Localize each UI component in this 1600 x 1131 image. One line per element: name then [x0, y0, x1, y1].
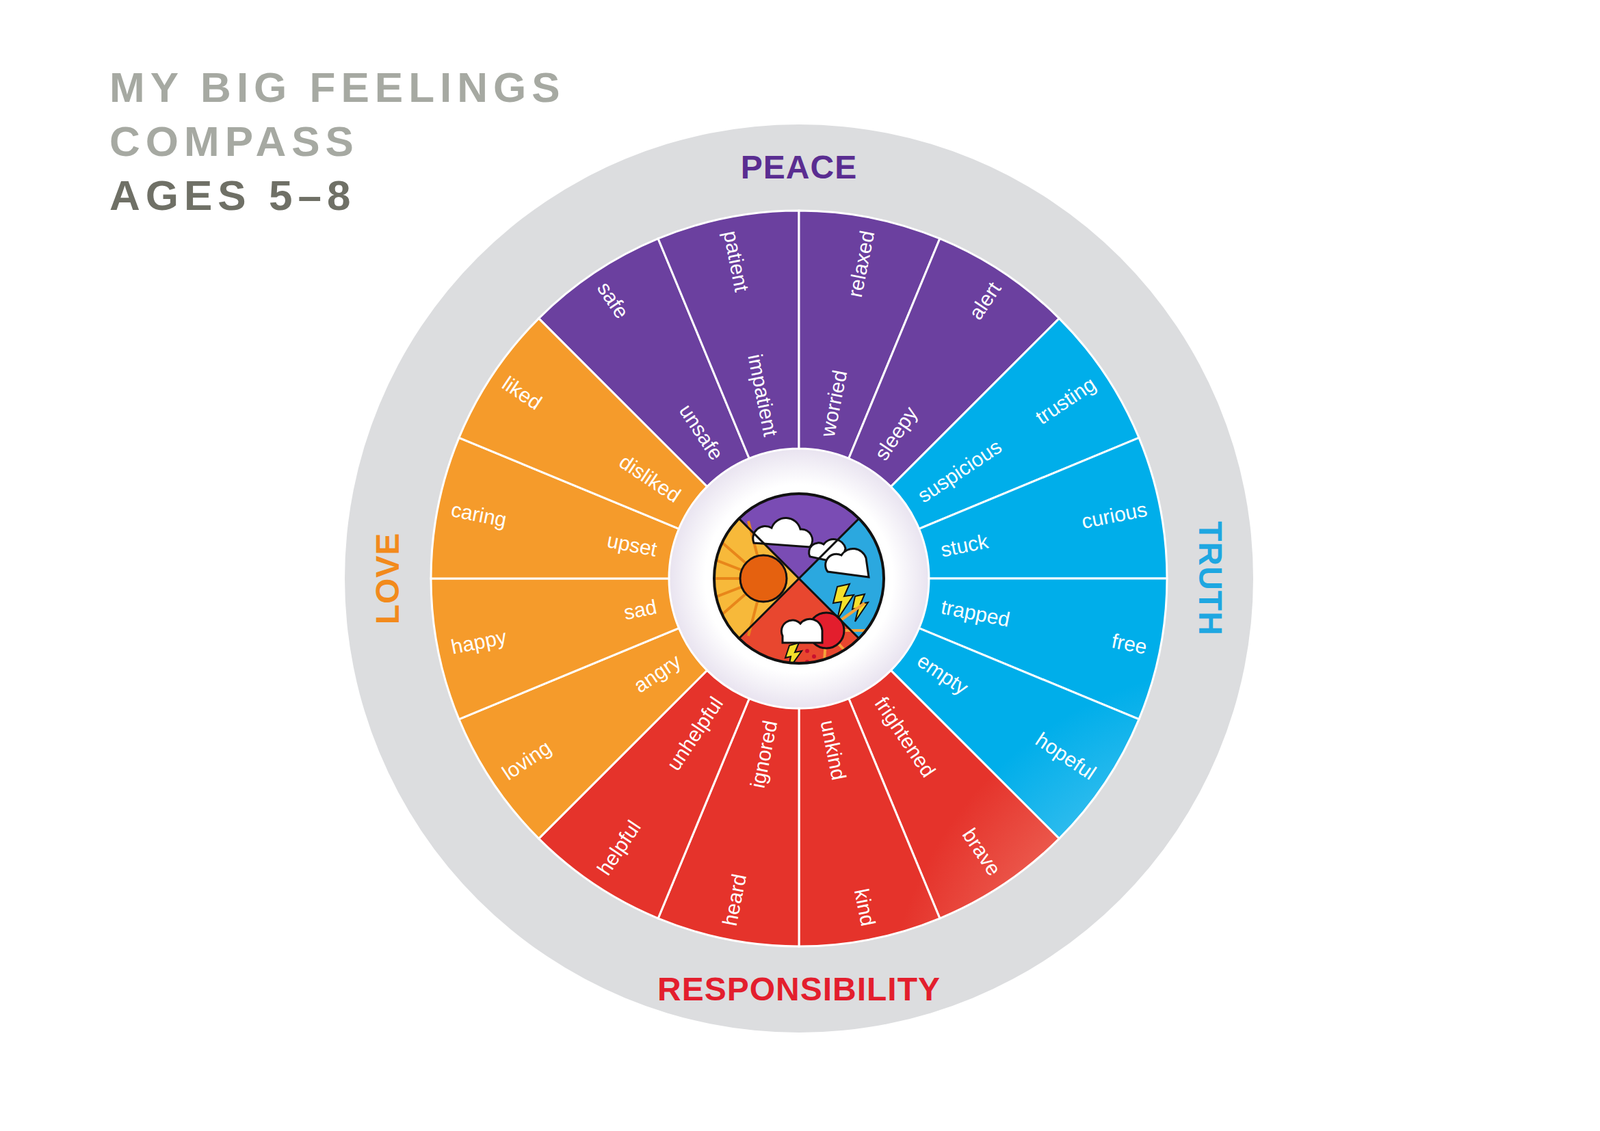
feeling-segment: likeddisliked: [344, 124, 1254, 1033]
segment-shape: [344, 124, 1254, 1033]
segment-wedge: [458, 318, 708, 530]
segment-wedge: [430, 578, 679, 720]
quadrant-heading: RESPONSIBILITY: [657, 973, 941, 1007]
weather-picture: [713, 493, 884, 674]
page-title: MY BIG FEELINGS COMPASS: [109, 60, 671, 169]
quadrant-heading: TRUTH: [1193, 521, 1227, 637]
feeling-segment: caringupset: [344, 124, 1254, 1033]
segment-shape: [344, 124, 1254, 1033]
quadrant-heading: PEACE: [740, 151, 858, 185]
picture-outline: [714, 493, 884, 664]
quadrant-fill: [430, 318, 708, 840]
feeling-quadrant: LOVElovingangryhappysadcaringupsetlikedd…: [344, 124, 1254, 1033]
age-label: AGES 5–8: [109, 168, 356, 223]
segment-wedge: [798, 699, 940, 947]
segment-wedge: [919, 437, 1167, 579]
quadrant-heading: LOVE: [371, 532, 405, 626]
segment-wedge: [658, 210, 799, 459]
outer-ring: [344, 124, 1254, 1033]
